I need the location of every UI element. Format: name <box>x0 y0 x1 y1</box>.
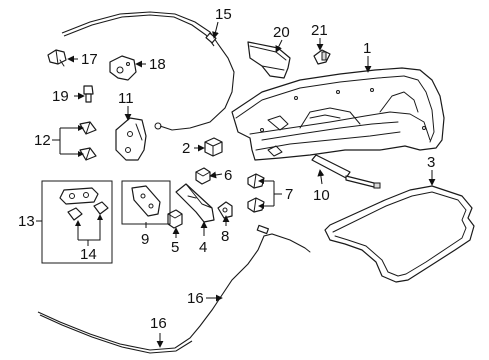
callout-19: 19 <box>52 88 69 105</box>
callout-3: 3 <box>427 154 435 171</box>
trunk-lid-part <box>231 67 445 161</box>
callout-13: 13 <box>18 213 35 230</box>
gas-strut-part <box>311 154 381 189</box>
callout-18: 18 <box>149 56 166 73</box>
grommet-part <box>217 201 233 219</box>
callout-21: 21 <box>311 22 328 39</box>
bracket-part <box>247 41 291 79</box>
nut-part <box>204 137 223 157</box>
lower-release-cable-part <box>37 224 311 354</box>
handle-bracket-part <box>175 183 215 223</box>
callout-2: 2 <box>182 140 190 157</box>
callout-5: 5 <box>171 239 179 256</box>
part-9-group <box>121 180 171 225</box>
part-13-group <box>41 180 113 264</box>
latch-bolts-part <box>79 121 97 161</box>
callout-20: 20 <box>273 24 290 41</box>
bumper-part <box>195 167 211 185</box>
hinge-bolts-part <box>247 173 265 213</box>
callout-7: 7 <box>285 186 293 203</box>
callout-8: 8 <box>221 228 229 245</box>
callout-16-lower: 16 <box>150 315 167 332</box>
callout-labels: 1 2 3 4 5 6 7 8 9 10 11 12 13 14 15 16 1… <box>18 6 435 332</box>
push-pin-part <box>47 49 67 67</box>
upper-release-cable-part <box>61 11 235 131</box>
latch-part <box>115 117 147 161</box>
callout-14: 14 <box>80 246 97 263</box>
weatherstrip-part <box>324 185 475 283</box>
leader-lines <box>36 21 436 348</box>
striker-part <box>109 55 137 81</box>
bulb-part <box>313 49 331 65</box>
callout-11: 11 <box>118 90 134 107</box>
callout-15: 15 <box>215 6 232 23</box>
callout-16-upper: 16 <box>187 290 204 307</box>
callout-9: 9 <box>141 231 149 248</box>
callout-12: 12 <box>34 132 51 149</box>
callout-4: 4 <box>199 239 207 256</box>
callout-17: 17 <box>81 51 98 68</box>
bolt-part <box>83 85 94 103</box>
callout-1: 1 <box>363 40 371 57</box>
callout-10: 10 <box>313 187 330 204</box>
callout-6: 6 <box>224 167 232 184</box>
